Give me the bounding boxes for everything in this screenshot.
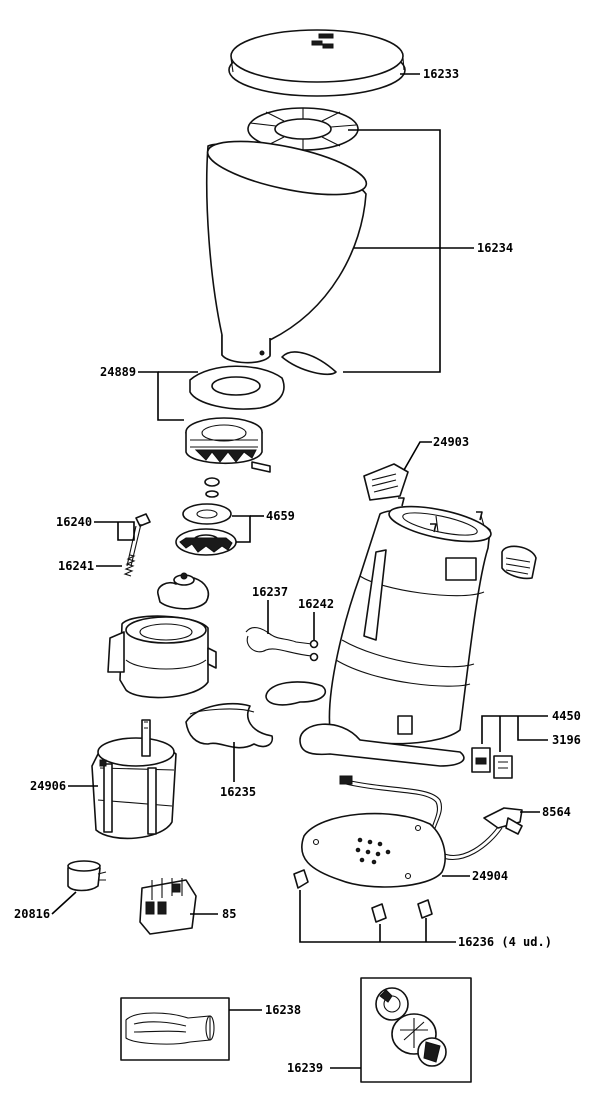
label-24904: 24904	[472, 869, 508, 883]
bean-spout	[265, 681, 327, 706]
side-switch-cap	[501, 545, 537, 580]
lower-burr	[175, 528, 237, 556]
adjuster-inset	[360, 977, 472, 1083]
label-16239: 16239	[287, 1061, 323, 1075]
label-16234: 16234	[477, 241, 513, 255]
label-16236: 16236 (4 ud.)	[458, 935, 552, 949]
label-24889: 24889	[100, 365, 136, 379]
label-24906: 24906	[30, 779, 66, 793]
hopper-gate	[281, 351, 337, 376]
label-16242: 16242	[298, 597, 334, 611]
label-8564: 8564	[542, 805, 571, 819]
base-plate	[301, 812, 446, 888]
label-4659: 4659	[266, 509, 295, 523]
drip-tray	[185, 702, 274, 749]
label-16241: 16241	[58, 559, 94, 573]
capacitor	[67, 860, 107, 892]
hopper	[205, 140, 368, 364]
grinding-chamber	[107, 615, 217, 699]
label-16238: 16238	[265, 1003, 301, 1017]
burr-carrier	[185, 417, 271, 473]
selector-switch	[493, 755, 513, 779]
main-switch	[471, 747, 491, 773]
wire-spring	[245, 626, 313, 657]
label-16235: 16235	[220, 785, 256, 799]
switch-cover	[363, 463, 409, 501]
label-24903: 24903	[433, 435, 469, 449]
label-20816: 20816	[14, 907, 50, 921]
grinder-housing	[328, 497, 492, 745]
label-4450: 4450	[552, 709, 581, 723]
rubber-feet	[293, 869, 433, 923]
adjustment-spring	[123, 554, 136, 577]
tool-inset	[120, 997, 230, 1061]
label-16237: 16237	[252, 585, 288, 599]
motor	[91, 719, 177, 840]
label-16240: 16240	[56, 515, 92, 529]
hopper-grille	[247, 107, 359, 151]
hopper-flange-ring	[189, 365, 285, 410]
upper-burr	[182, 503, 232, 525]
relay	[139, 878, 197, 935]
label-3196: 3196	[552, 733, 581, 747]
hopper-lid	[228, 29, 406, 97]
housing-base	[299, 723, 465, 767]
wire-screws	[309, 639, 319, 662]
label-85: 85	[222, 907, 236, 921]
dosing-cap	[157, 572, 210, 610]
burr-nut	[204, 477, 220, 498]
label-16233: 16233	[423, 67, 459, 81]
